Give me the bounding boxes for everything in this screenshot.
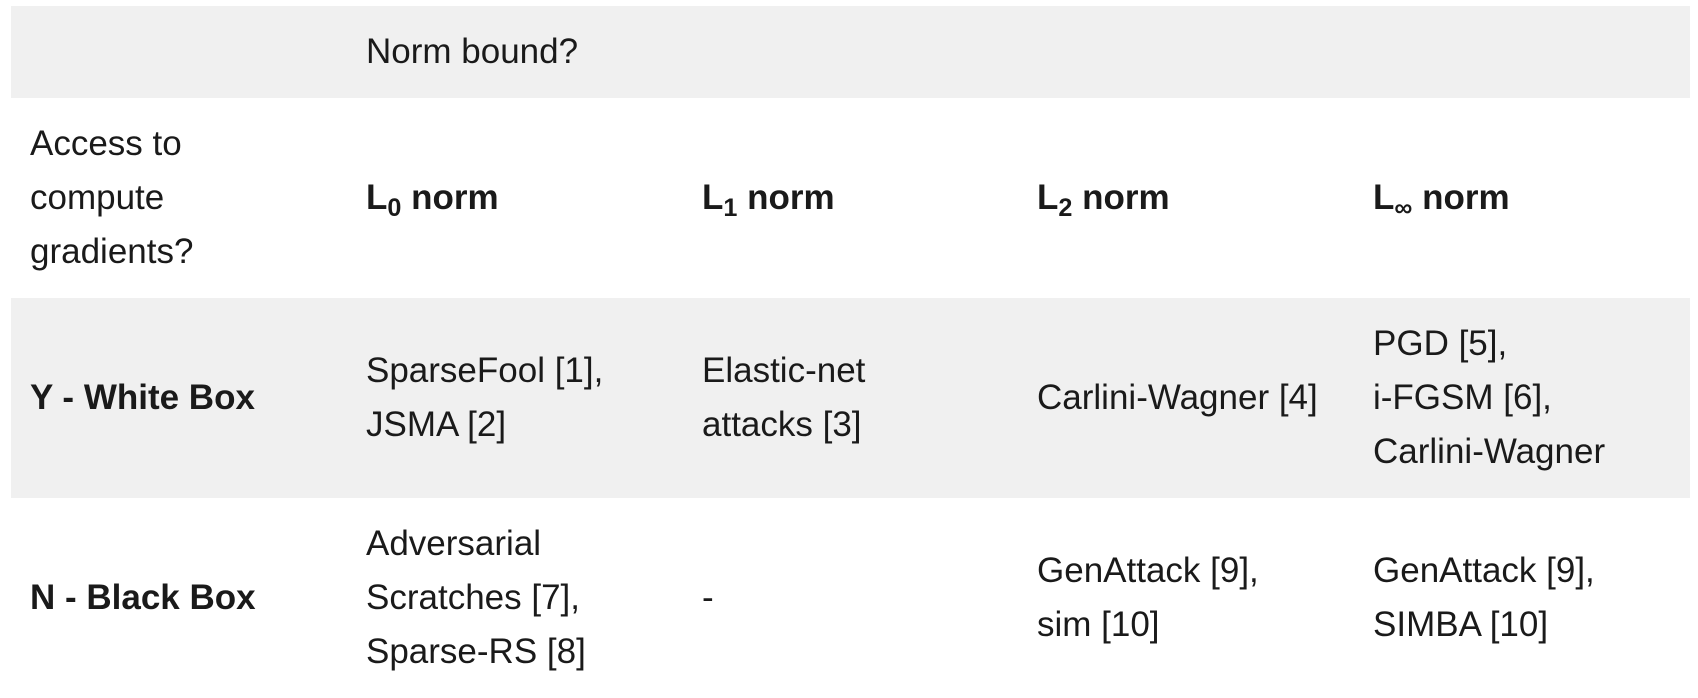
cell-line: Sparse-RS [8] bbox=[366, 632, 586, 671]
attack-taxonomy-table-container: Norm bound? Access to compute gradients?… bbox=[11, 6, 1691, 698]
cell-line: - bbox=[702, 578, 714, 617]
cell-line: GenAttack [9], bbox=[1037, 551, 1259, 590]
access-header-line: compute bbox=[30, 178, 165, 217]
norm-subscript: 2 bbox=[1058, 194, 1073, 223]
linf-norm-header: L∞ norm bbox=[1354, 98, 1690, 298]
attack-taxonomy-table: Norm bound? Access to compute gradients?… bbox=[11, 6, 1691, 698]
cell-white-box-l2: Carlini-Wagner [4] bbox=[1018, 298, 1354, 498]
cell-black-box-l2: GenAttack [9], sim [10] bbox=[1018, 498, 1354, 698]
norm-base: L bbox=[1373, 178, 1395, 217]
access-to-gradients-header: Access to compute gradients? bbox=[11, 98, 347, 298]
norm-suffix: norm bbox=[737, 178, 835, 217]
cell-white-box-linf: PGD [5], i-FGSM [6], Carlini-Wagner bbox=[1354, 298, 1691, 498]
cell-black-box-l0: Adversarial Scratches [7], Sparse-RS [8] bbox=[347, 498, 683, 698]
cell-line: GenAttack [9], bbox=[1373, 551, 1595, 590]
row-label-black-box: N - Black Box bbox=[30, 578, 256, 617]
row-label-white-box: Y - White Box bbox=[11, 298, 347, 498]
norm-bound-header: Norm bound? bbox=[347, 6, 1691, 98]
cell-line: i-FGSM [6], bbox=[1373, 378, 1552, 417]
cell-line: Elastic-net bbox=[702, 351, 866, 390]
norm-subscript: 1 bbox=[723, 194, 738, 223]
header-row-norms: Access to compute gradients? L0 norm L1 … bbox=[11, 98, 1690, 298]
table-row-black-box: N - Black Box Adversarial Scratches [7],… bbox=[11, 498, 1690, 698]
cell-black-box-linf: GenAttack [9], SIMBA [10] bbox=[1354, 498, 1690, 698]
cell-line: Adversarial bbox=[366, 524, 542, 563]
cell-line: Scratches [7], bbox=[366, 578, 580, 617]
norm-base: L bbox=[366, 178, 388, 217]
cell-line: PGD [5], bbox=[1373, 324, 1508, 363]
norm-base: L bbox=[1037, 178, 1059, 217]
cell-line: Carlini-Wagner bbox=[1373, 432, 1606, 471]
cell-line: SIMBA [10] bbox=[1373, 605, 1549, 644]
l0-norm-header: L0 norm bbox=[347, 98, 683, 298]
cell-line: Carlini-Wagner [4] bbox=[1037, 378, 1318, 417]
l1-norm-header: L1 norm bbox=[683, 98, 1018, 298]
corner-cell bbox=[11, 6, 347, 98]
header-row-norm-bound: Norm bound? bbox=[11, 6, 1691, 98]
cell-line: SparseFool [1], bbox=[366, 351, 604, 390]
norm-subscript: ∞ bbox=[1394, 194, 1413, 223]
norm-suffix: norm bbox=[1412, 178, 1510, 217]
cell-line: attacks [3] bbox=[702, 405, 862, 444]
norm-suffix: norm bbox=[1072, 178, 1170, 217]
cell-white-box-l1: Elastic-net attacks [3] bbox=[683, 298, 1018, 498]
cell-black-box-l1: - bbox=[683, 498, 1018, 698]
l2-norm-header: L2 norm bbox=[1018, 98, 1354, 298]
cell-line: sim [10] bbox=[1037, 605, 1160, 644]
cell-line: JSMA [2] bbox=[366, 405, 507, 444]
cell-white-box-l0: SparseFool [1], JSMA [2] bbox=[347, 298, 683, 498]
norm-base: L bbox=[702, 178, 724, 217]
norm-suffix: norm bbox=[401, 178, 499, 217]
access-header-line: Access to bbox=[30, 124, 182, 163]
norm-subscript: 0 bbox=[387, 194, 402, 223]
table-row-white-box: Y - White Box SparseFool [1], JSMA [2] E… bbox=[11, 298, 1691, 498]
access-header-line: gradients? bbox=[30, 232, 194, 271]
